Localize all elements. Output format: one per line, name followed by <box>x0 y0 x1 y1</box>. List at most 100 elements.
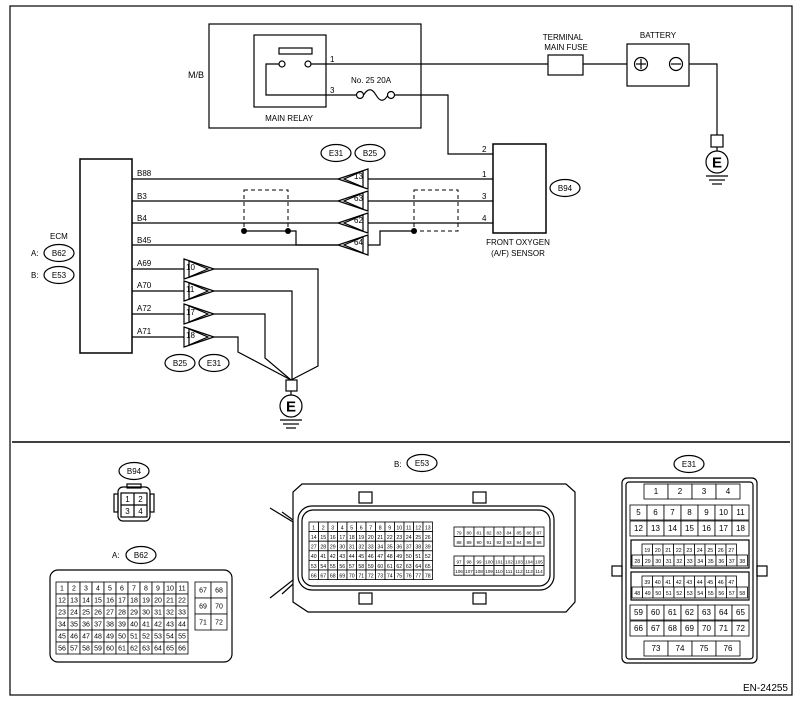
e53-pin-14-label: 14 <box>311 535 317 541</box>
e53-pin-89-label: 89 <box>466 540 472 545</box>
e31-pin-46-label: 46 <box>718 580 724 586</box>
e31-pin-58 <box>736 586 748 599</box>
e53-view-prefix: B: <box>394 460 402 469</box>
e53-pin-95-label: 95 <box>526 540 532 545</box>
e31-pin-1-label: 1 <box>654 487 659 496</box>
e53-pin-22-label: 22 <box>387 535 393 541</box>
b62-pin-2-label: 2 <box>72 586 76 593</box>
b62-pin-33-label: 33 <box>178 610 186 617</box>
terminal-main-fuse-label-1: TERMINAL <box>543 33 584 42</box>
e53-pin-103-label: 103 <box>515 559 523 564</box>
e53-pin-24-label: 24 <box>406 535 412 541</box>
e53-pin-97-label: 97 <box>456 559 462 564</box>
e31-pin-39-label: 39 <box>644 580 650 586</box>
connector-tag-b25-top <box>354 143 386 163</box>
b62-pin-66 <box>175 641 189 655</box>
b62-pin-22-label: 22 <box>178 598 186 605</box>
e53-pin-48-label: 48 <box>387 554 393 560</box>
e31-pin-33-label: 33 <box>687 559 693 565</box>
ecm-connector-b-prefix: B: <box>31 271 39 280</box>
ground-wire-a70 <box>214 290 293 380</box>
e53-pin-11-label: 11 <box>406 525 411 531</box>
e31-pin-65 <box>731 604 750 621</box>
ground-terminal-battery <box>710 134 724 148</box>
e31-pin-19-label: 19 <box>644 548 650 554</box>
b62-pin-8-label: 8 <box>144 586 148 593</box>
e53-pin-98-label: 98 <box>466 559 472 564</box>
e31-pin-7-label: 7 <box>670 508 675 517</box>
ecm-label: ECM <box>50 232 68 241</box>
e31-pin-62-label: 62 <box>685 608 694 617</box>
b62-pin-34-label: 34 <box>58 622 66 629</box>
b62-pin-5-label: 5 <box>108 586 112 593</box>
e53-pin-41-label: 41 <box>320 554 326 560</box>
e53-pin-32-label: 32 <box>358 545 364 551</box>
e31-view-tag <box>673 454 705 474</box>
e31-pin-63-label: 63 <box>702 608 711 617</box>
svg-text:E: E <box>712 155 722 172</box>
svg-text:E31: E31 <box>682 460 697 469</box>
ecm-pin-b45: B45 <box>137 236 152 245</box>
e53-pin-39-label: 39 <box>425 545 431 551</box>
b62-pin-60-label: 60 <box>106 646 114 653</box>
e31-pin-30-label: 30 <box>655 559 661 565</box>
e53-pin-92-label: 92 <box>496 540 502 545</box>
b62-pin-52-label: 52 <box>142 634 150 641</box>
b62-pin-10-label: 10 <box>166 586 174 593</box>
e31-pin-23-label: 23 <box>686 548 692 554</box>
b62-view-prefix: A: <box>112 551 120 560</box>
e53-pin-2-label: 2 <box>322 525 325 531</box>
fuse-terminal-right <box>386 90 396 100</box>
e53-pin-82-label: 82 <box>486 530 492 535</box>
sensor-pin-2: 2 <box>482 145 487 154</box>
e53-pin-60-label: 60 <box>377 564 383 570</box>
wire-battery-to-ground <box>689 63 718 135</box>
e31-pin-55-label: 55 <box>708 591 714 597</box>
e31-pin-38 <box>736 554 748 567</box>
b62-pin-45-label: 45 <box>58 634 66 641</box>
e53-pin-26-label: 26 <box>425 535 431 541</box>
b62-pin-46-label: 46 <box>70 634 78 641</box>
b62-pin-29-label: 29 <box>130 610 138 617</box>
e53-pin-51-label: 51 <box>415 554 421 560</box>
ground-wire-a71 <box>214 336 292 381</box>
e53-pin-77-label: 77 <box>415 573 421 579</box>
connector-top-pin-63: 63 <box>354 194 363 203</box>
connector-top <box>336 168 369 256</box>
e31-pin-42-label: 42 <box>676 580 682 586</box>
b62-pin-56-label: 56 <box>58 646 66 653</box>
e53-pin-69-label: 69 <box>339 573 345 579</box>
e53-pin-28-label: 28 <box>320 545 326 551</box>
connector-bottom-pin-18: 18 <box>186 331 195 340</box>
b62-pin-9-label: 9 <box>156 586 160 593</box>
b62-pin-53-label: 53 <box>154 634 162 641</box>
e53-pin-96 <box>533 536 545 547</box>
e53-pin-64-label: 64 <box>415 564 421 570</box>
shield-right <box>413 189 459 232</box>
ecm-connector-a-prefix: A: <box>31 249 39 258</box>
ecm-pin-a69: A69 <box>137 259 152 268</box>
b62-pin-35-label: 35 <box>70 622 78 629</box>
b62-pin-57-label: 57 <box>70 646 78 653</box>
e53-pin-106-label: 106 <box>455 569 463 574</box>
b62-pin-68-label: 68 <box>215 588 223 595</box>
e53-pin-88-label: 88 <box>456 540 462 545</box>
b62-pin-69-label: 69 <box>199 604 207 611</box>
ground-wire-a69 <box>214 268 319 381</box>
splice-left-a <box>241 228 247 234</box>
b62-pin-67-label: 67 <box>199 588 207 595</box>
connector-tag-e31-top <box>320 143 352 163</box>
connector-tag-b25-bottom <box>164 353 196 373</box>
e53-pin-86-label: 86 <box>526 530 532 535</box>
terminal-main-fuse <box>547 54 584 76</box>
e53-pin-79-label: 79 <box>456 530 462 535</box>
e53-pin-114-label: 114 <box>535 569 543 574</box>
b62-pin-39-label: 39 <box>118 622 126 629</box>
svg-text:E31: E31 <box>329 149 344 158</box>
e31-pin-71-label: 71 <box>719 624 728 633</box>
svg-text:E: E <box>286 399 296 416</box>
e53-pin-40-label: 40 <box>311 554 317 560</box>
ecm-connector-a-tag <box>43 243 75 263</box>
e31-pin-17-label: 17 <box>719 524 728 533</box>
